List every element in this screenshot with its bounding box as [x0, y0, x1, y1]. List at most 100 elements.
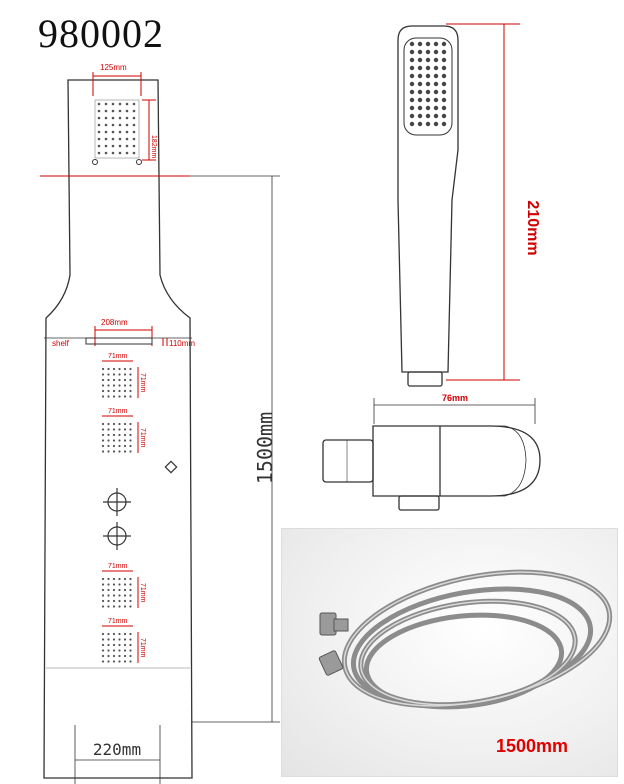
panel-outline — [43, 79, 193, 779]
body-jet: 71mm 71mm — [101, 353, 146, 398]
nozzle-dot — [104, 102, 108, 106]
nozzle-dot — [417, 81, 423, 87]
nozzle-dot — [97, 123, 101, 127]
holder-outline — [372, 425, 541, 497]
nozzle-dot — [125, 144, 129, 148]
nozzle-dot — [97, 116, 101, 120]
nozzle-dot — [433, 49, 439, 55]
nozzle-dot — [433, 73, 439, 79]
shower-panel — [43, 79, 193, 779]
nozzle-dot — [425, 57, 431, 63]
jet-height-label: 71mm — [139, 373, 146, 393]
nozzle-dot — [433, 97, 439, 103]
nozzle-dot — [97, 137, 101, 141]
total-height-label: 1500mm — [253, 412, 277, 484]
jet-width-label: 71mm — [108, 353, 128, 360]
top-shower-height-label: 182mm — [150, 135, 157, 159]
nozzle-dot — [425, 65, 431, 71]
nozzle-dot — [425, 113, 431, 119]
nozzle-dot — [417, 41, 423, 47]
hand-shower-dimension — [446, 23, 520, 381]
nozzle-dot — [417, 73, 423, 79]
nozzle-dot — [425, 89, 431, 95]
width-dimension — [74, 725, 161, 784]
nozzle-dot — [417, 65, 423, 71]
hand-shower — [397, 25, 459, 387]
nozzle-dot — [425, 105, 431, 111]
nozzle-dot — [132, 109, 136, 113]
nozzle-dot — [433, 41, 439, 47]
nozzle-dot — [409, 105, 415, 111]
nozzle-dot — [409, 57, 415, 63]
nozzle-dot — [132, 137, 136, 141]
nozzle-dot — [409, 65, 415, 71]
height-dimension — [190, 175, 280, 723]
nozzle-dot — [125, 151, 129, 155]
nozzle-dot — [417, 89, 423, 95]
nozzle-dot — [97, 109, 101, 113]
control-valves — [103, 460, 178, 550]
nozzle-dot — [125, 102, 129, 106]
nozzle-dot — [118, 151, 122, 155]
hand-shower-nozzles — [409, 41, 447, 127]
top-shower-width-label: 125mm — [100, 63, 127, 72]
shelf-width-label: 208mm — [101, 318, 128, 327]
nozzle-dot — [132, 123, 136, 127]
nozzle-dot — [111, 144, 115, 148]
nozzle-dot — [111, 109, 115, 113]
holder-width-label: 76mm — [442, 393, 468, 403]
nozzle-dot — [118, 109, 122, 113]
nozzle-dot — [118, 144, 122, 148]
nozzle-dot — [409, 113, 415, 119]
hand-shower-outline — [397, 25, 459, 373]
jet-width-label: 71mm — [108, 408, 128, 415]
nozzle-dot — [433, 113, 439, 119]
shelf-label: shelf — [52, 339, 70, 348]
nozzle-dot — [417, 49, 423, 55]
diverter-knob-icon — [164, 460, 178, 474]
nozzle-dot — [132, 144, 136, 148]
nozzle-dot — [132, 116, 136, 120]
nozzle-dot — [97, 102, 101, 106]
nozzle-dot — [97, 130, 101, 134]
nozzle-dot — [125, 130, 129, 134]
nozzle-dot — [425, 81, 431, 87]
nozzle-dot — [441, 73, 447, 79]
hose-highlight — [343, 571, 611, 707]
nozzle-dot — [425, 49, 431, 55]
top-shower-head — [92, 99, 142, 165]
nozzle-dot — [111, 130, 115, 134]
nozzle-dot — [425, 97, 431, 103]
nozzle-dot — [125, 116, 129, 120]
thread-connector — [322, 439, 374, 483]
body-jet: 71mm 71mm — [101, 563, 146, 608]
nozzle-dot — [104, 116, 108, 120]
nozzle-dot — [433, 65, 439, 71]
jet-height-label: 71mm — [139, 583, 146, 603]
nozzle-dot — [417, 113, 423, 119]
model-number: 980002 — [38, 11, 164, 56]
nozzle-dot — [425, 73, 431, 79]
nozzle-dot — [118, 102, 122, 106]
nozzle-dot — [425, 121, 431, 127]
nozzle-dot — [441, 65, 447, 71]
nozzle-dot — [433, 121, 439, 127]
body-jet: 71mm 71mm — [101, 408, 146, 453]
nozzle-dot — [441, 41, 447, 47]
jet-height-label: 71mm — [139, 428, 146, 448]
wall-holder — [322, 425, 541, 511]
jet-width-label: 71mm — [108, 618, 128, 625]
nozzle-dot — [104, 130, 108, 134]
nozzle-dot — [111, 137, 115, 141]
jet-width-label: 71mm — [108, 563, 128, 570]
nozzle-dot — [417, 105, 423, 111]
nozzle-dot — [104, 109, 108, 113]
hose-photo — [281, 528, 618, 777]
nozzle-dot — [118, 116, 122, 120]
nozzle-dot — [104, 123, 108, 127]
nozzle-dot — [125, 123, 129, 127]
nozzle-dot — [409, 97, 415, 103]
nozzle-dot — [118, 137, 122, 141]
nozzle-dot — [441, 121, 447, 127]
